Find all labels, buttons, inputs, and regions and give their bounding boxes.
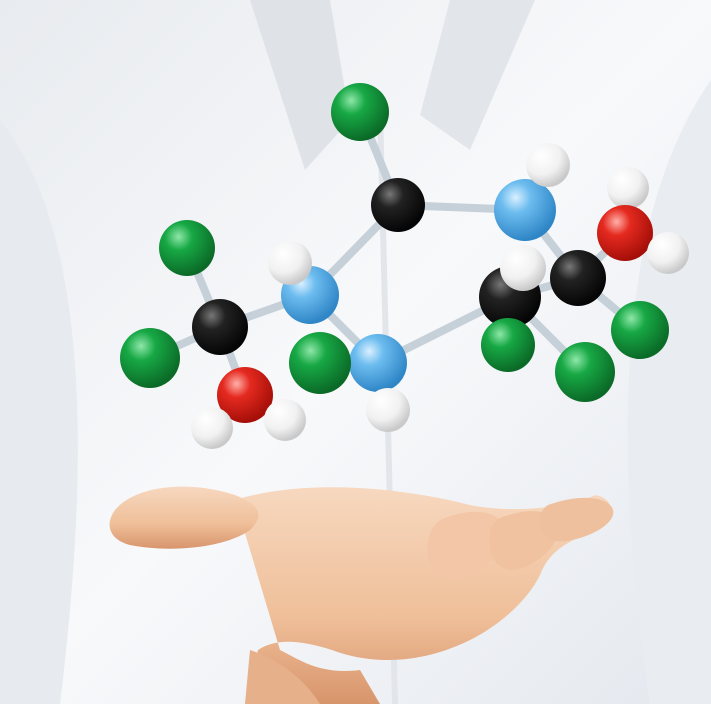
atom-nitrogen: [494, 179, 556, 241]
atom-hydrogen: [366, 388, 410, 432]
atom-carbon: [550, 250, 606, 306]
atom-chlorine: [331, 83, 389, 141]
atom-hydrogen: [526, 143, 570, 187]
atom-hydrogen: [264, 399, 306, 441]
atom-nitrogen: [349, 334, 407, 392]
collar-left: [250, 0, 350, 170]
atom-carbon: [192, 299, 248, 355]
atom-chlorine: [481, 318, 535, 372]
coat-left-shadow: [0, 120, 78, 704]
open-hand: [109, 486, 614, 704]
finger: [427, 511, 506, 579]
atom-hydrogen: [268, 241, 312, 285]
atom-chlorine: [159, 220, 215, 276]
atom-hydrogen: [500, 245, 546, 291]
atom-oxygen: [217, 367, 273, 423]
atom-chlorine: [611, 301, 669, 359]
atom-oxygen: [597, 205, 653, 261]
molecule-atoms: [120, 83, 689, 449]
collar-right: [420, 0, 535, 150]
atom-hydrogen: [607, 167, 649, 209]
atom-carbon: [371, 178, 425, 232]
atom-chlorine: [555, 342, 615, 402]
finger: [540, 497, 614, 542]
atom-chlorine: [120, 328, 180, 388]
wrist: [245, 650, 320, 704]
atom-hydrogen: [191, 407, 233, 449]
hand-thumb: [109, 486, 259, 549]
atom-chlorine: [289, 332, 351, 394]
atom-hydrogen: [647, 232, 689, 274]
